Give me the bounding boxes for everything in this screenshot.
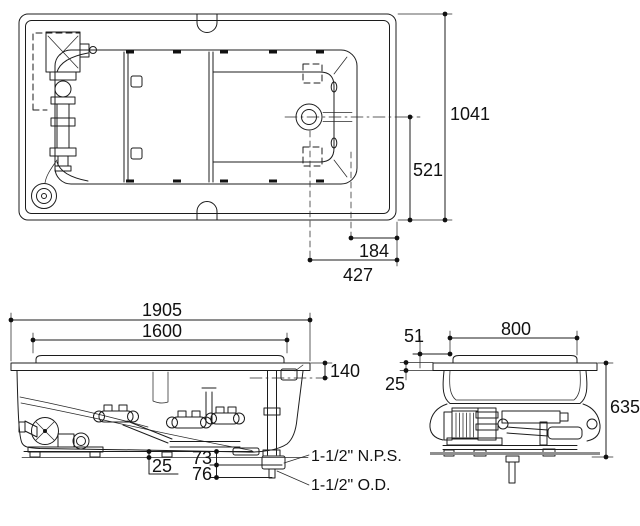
control-box bbox=[501, 410, 561, 424]
standpipe-mid bbox=[201, 387, 217, 425]
side-plumbing bbox=[93, 387, 245, 448]
pipe-diagonal bbox=[122, 420, 173, 444]
end-skirt-right bbox=[582, 403, 601, 442]
pump-volute bbox=[31, 417, 59, 445]
side-shell bbox=[16, 370, 304, 453]
dim-text-1905: 1905 bbox=[142, 300, 182, 320]
deck-notch-top bbox=[196, 14, 218, 33]
label-nps: 1-1/2" N.P.S. bbox=[311, 448, 402, 465]
deck-notch-bottom bbox=[196, 201, 218, 220]
pipe-horizontal bbox=[169, 441, 241, 448]
drain-tail-pipe bbox=[268, 468, 276, 479]
dim-text-73: 73 bbox=[192, 448, 212, 468]
side-dim-right: 140 bbox=[249, 360, 360, 381]
leader-nps bbox=[283, 454, 310, 464]
side-view: 1905 1600 bbox=[8, 300, 402, 494]
suction-fitting bbox=[31, 183, 57, 209]
dim-text-184: 184 bbox=[359, 241, 389, 261]
dim-text-1041: 1041 bbox=[450, 104, 490, 124]
jet-square-upper bbox=[130, 75, 143, 88]
drain-pipe-end bbox=[508, 461, 516, 484]
end-shell bbox=[442, 370, 588, 404]
plan-pump-assembly bbox=[31, 31, 97, 209]
end-dim-top: 800 51 25 bbox=[385, 319, 580, 394]
manifold-pipe-section bbox=[586, 418, 598, 430]
plan-rim-jet-ticks bbox=[126, 50, 324, 183]
end-jet-lower bbox=[330, 137, 338, 149]
jet-square-lower bbox=[130, 147, 143, 160]
waste-pipe bbox=[267, 370, 277, 456]
dim-text-25-end: 25 bbox=[385, 374, 405, 394]
end-dim-right: 635 bbox=[591, 360, 640, 460]
plan-drain bbox=[284, 103, 421, 261]
dim-text-1600: 1600 bbox=[142, 321, 182, 341]
dim-text-51: 51 bbox=[404, 326, 424, 346]
overflow-fitting bbox=[280, 368, 298, 381]
dim-text-76: 76 bbox=[192, 464, 212, 484]
side-dim-bottom: 25 73 76 1-1/2" N.P.S. 1-1/2" O.D. bbox=[146, 448, 402, 494]
pump-inlet bbox=[24, 420, 38, 438]
plan-dimensions: 1041 521 184 427 bbox=[307, 11, 490, 285]
end-jet-upper bbox=[330, 81, 338, 93]
jet-location-dashed-lower bbox=[302, 146, 323, 167]
plan-view: 1041 521 184 427 bbox=[18, 11, 490, 285]
dim-text-25-side: 25 bbox=[152, 456, 172, 476]
dim-text-521: 521 bbox=[413, 160, 443, 180]
seat-edge-left bbox=[123, 51, 129, 183]
leader-od bbox=[276, 470, 310, 486]
side-tub-body bbox=[10, 355, 311, 453]
end-equipment bbox=[442, 407, 583, 484]
end-view: 800 51 25 bbox=[385, 319, 640, 484]
end-skirt-left bbox=[429, 403, 448, 441]
end-deck bbox=[432, 362, 598, 371]
jet-location-dashed-upper bbox=[302, 63, 323, 84]
side-deck bbox=[10, 362, 311, 371]
dim-text-635: 635 bbox=[610, 397, 640, 417]
side-rim bbox=[35, 355, 285, 364]
pump-valve bbox=[79, 43, 90, 58]
side-seat-web bbox=[152, 371, 169, 404]
side-dim-top: 1905 1600 bbox=[8, 300, 313, 362]
seat-edge-right bbox=[208, 51, 214, 183]
side-pump bbox=[18, 417, 173, 458]
end-pipe-run bbox=[506, 426, 549, 437]
end-rim bbox=[452, 355, 578, 364]
dim-text-427: 427 bbox=[343, 265, 373, 285]
label-od: 1-1/2" O.D. bbox=[311, 477, 390, 494]
drain-elbow bbox=[261, 455, 286, 470]
drain-coupling-end bbox=[505, 455, 520, 463]
end-tub-body bbox=[429, 355, 601, 442]
side-drain-assembly bbox=[232, 364, 304, 479]
dim-text-800: 800 bbox=[501, 319, 531, 339]
base-rails bbox=[442, 445, 578, 450]
dim-text-140: 140 bbox=[330, 361, 360, 381]
